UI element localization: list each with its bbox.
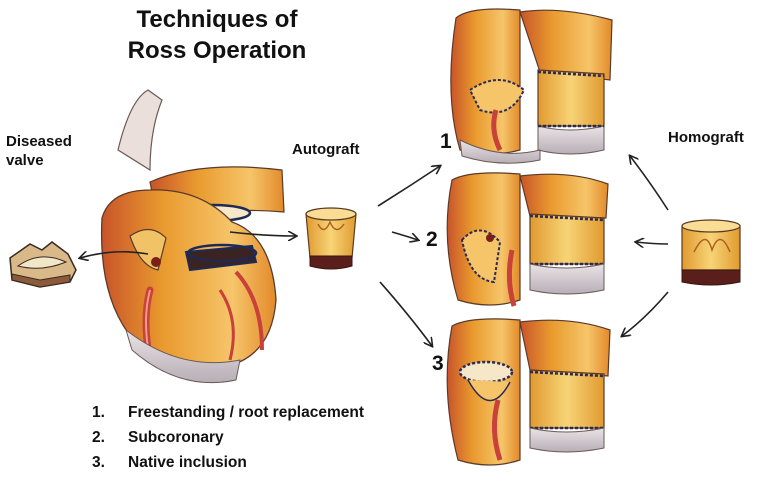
heart-root-illustration <box>100 89 285 384</box>
technique-legend: 1. Freestanding / root replacement 2. Subc… <box>92 400 364 475</box>
arrow-icon <box>80 156 669 346</box>
diseased-valve-label: Diseased valve <box>6 132 72 170</box>
technique-number-1: 1 <box>440 130 452 153</box>
technique-panel-3 <box>446 318 611 466</box>
legend-item-label: Freestanding / root replacement <box>128 404 364 421</box>
technique-panel-1 <box>450 8 613 164</box>
autograft-label: Autograft <box>292 141 360 158</box>
technique-number-3: 3 <box>432 352 444 375</box>
legend-item-number: 2. <box>92 429 105 446</box>
technique-panel-2 <box>446 172 609 307</box>
diseased-valve-label-line-1: Diseased <box>6 133 72 150</box>
legend-item: 2. Subcoronary <box>92 425 364 450</box>
homograft-illustration <box>681 219 741 286</box>
autograft-illustration <box>305 207 357 270</box>
legend-item: 3. Native inclusion <box>92 450 364 475</box>
legend-item-number: 3. <box>92 454 105 471</box>
legend-item-label: Native inclusion <box>128 454 247 471</box>
title-line-2: Ross Operation <box>127 37 307 64</box>
page-title: Techniques of Ross Operation <box>92 4 342 66</box>
legend-item-number: 1. <box>92 404 105 421</box>
homograft-label: Homograft <box>668 129 744 146</box>
technique-number-2: 2 <box>426 228 438 251</box>
legend-item: 1. Freestanding / root replacement <box>92 400 364 425</box>
legend-item-label: Subcoronary <box>128 429 224 446</box>
diseased-valve-illustration <box>9 241 77 288</box>
title-line-1: Techniques of <box>136 6 298 33</box>
diseased-valve-label-line-2: valve <box>6 152 44 169</box>
